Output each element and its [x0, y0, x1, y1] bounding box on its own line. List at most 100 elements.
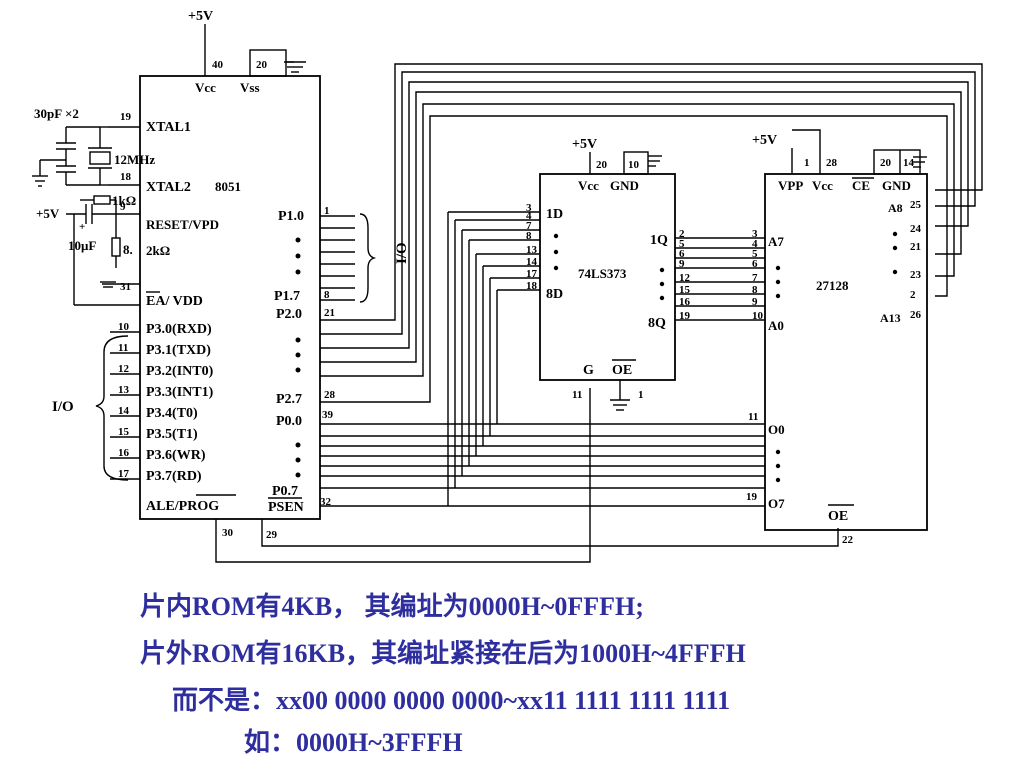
p3-io-label: I/O [52, 399, 74, 415]
eprom-a-low-pin: 5 [752, 248, 758, 260]
eprom-a0: A0 [768, 318, 784, 333]
latch-q-pin: 12 [679, 272, 691, 284]
eprom-a-high-pin: 26 [910, 309, 922, 321]
mcu-8051: +5V 40 20 Vcc Vss 30pF ×2 19 XTAL1 18 XT… [32, 9, 983, 563]
latch-vcc: Vcc [578, 178, 599, 193]
p3-pin-num: 16 [118, 447, 130, 459]
latch-body [539, 173, 676, 381]
eprom-supply: +5V [752, 133, 777, 148]
p3-brace [95, 335, 129, 481]
resistor-2k-label: 2kΩ [146, 243, 170, 258]
p3-pin-num: 10 [118, 321, 130, 333]
latch-name: 74LS373 [578, 266, 627, 281]
latch-pin-1: 1 [638, 389, 644, 401]
p3-pin-num: 13 [118, 384, 130, 396]
latch-q-pin: 15 [679, 284, 691, 296]
latch-1q: 1Q [650, 233, 668, 248]
cap-plus: + [79, 221, 85, 233]
latch-oe: OE [612, 363, 632, 378]
latch-q-pin: 19 [679, 310, 691, 322]
resistor-1k-label: 1kΩ [112, 193, 136, 208]
eprom-a-high-pin: 25 [910, 199, 922, 211]
p00-label: P0.0 [276, 414, 302, 429]
circuit-schematic: +5V 40 20 Vcc Vss 30pF ×2 19 XTAL1 18 XT… [32, 9, 983, 563]
latch-q-pin: 16 [679, 296, 691, 308]
p3-pin-label: P3.7(RD) [146, 469, 202, 484]
p20-label: P2.0 [276, 307, 302, 322]
latch-d-pin: 14 [526, 256, 538, 268]
crystal-label: 12MHz [114, 152, 155, 167]
eprom-vcc: Vcc [812, 178, 833, 193]
latch-8d: 8D [546, 287, 563, 302]
latch-gnd: GND [610, 178, 639, 193]
latch-pin-20: 20 [596, 159, 608, 171]
p3-pin-num: 17 [118, 468, 130, 480]
p3-pin-label: P3.5(T1) [146, 427, 198, 442]
vss-label: Vss [240, 80, 260, 95]
pin-22: 22 [842, 534, 854, 546]
pin-9: 9 [120, 201, 126, 213]
p3-pin-label: P3.1(TXD) [146, 343, 211, 358]
mcu-supply-label: +5V [188, 9, 213, 24]
eprom-o7: O7 [768, 496, 785, 511]
eprom-o0: O0 [768, 422, 785, 437]
mcu-body [139, 75, 321, 520]
p3-pin-num: 12 [118, 363, 130, 375]
vcc-label: Vcc [195, 80, 216, 95]
latch-supply: +5V [572, 137, 597, 152]
reset-cap-label: 10μF [68, 238, 96, 253]
eprom-a-low-pin: 8 [752, 284, 758, 296]
latch-q-pin: 5 [679, 238, 685, 250]
eprom-a-low-pin: 4 [752, 238, 758, 250]
p3-pin-num: 14 [118, 405, 130, 417]
pin-8: 8 [324, 289, 330, 301]
latch-d-pin: 13 [526, 244, 538, 256]
pin-30: 30 [222, 527, 234, 539]
cap-label: 30pF ×2 [34, 106, 79, 121]
latch-d-pin: 17 [526, 268, 538, 280]
latch-d-pin: 4 [526, 210, 532, 222]
eprom-a-high-pin: 24 [910, 223, 922, 235]
p3-pin-label: P3.0(RXD) [146, 322, 212, 337]
latch-8q: 8Q [648, 316, 666, 331]
xtal1-label: XTAL1 [146, 120, 191, 135]
eprom-pin-20: 20 [880, 157, 892, 169]
pin-19: 19 [120, 111, 132, 123]
eprom-name: 27128 [816, 278, 849, 293]
eprom-a-low-pin: 3 [752, 228, 758, 240]
latch-d-pin: 3 [526, 202, 532, 214]
eprom-a7: A7 [768, 234, 784, 249]
eprom-a-high-pin: 23 [910, 269, 922, 281]
xtal2-label: XTAL2 [146, 180, 191, 195]
pin-28: 28 [324, 389, 336, 401]
caption-line-3: 而不是：xx00 0000 0000 0000~xx11 1111 1111 1… [172, 686, 731, 715]
p07-label: P0.7 [272, 484, 298, 499]
eprom-pin-28: 28 [826, 157, 838, 169]
p1-lines [320, 215, 355, 301]
latch-q-pin: 9 [679, 258, 685, 270]
caption-line-4: 如：0000H~3FFFH [244, 728, 463, 757]
caption-line-2: 片外ROM有16KB，其编址紧接在后为1000H~4FFFH [140, 639, 746, 668]
p10-label: P1.0 [278, 209, 304, 224]
eprom-ce: CE [852, 178, 870, 193]
eprom-pin-19: 19 [746, 491, 758, 503]
eprom-pin-14: 14 [903, 157, 915, 169]
ale-label: ALE/PROG [146, 499, 219, 514]
p1-brace [359, 213, 377, 303]
latch-1d: 1D [546, 207, 563, 222]
reset-pin-label: RESET/VPD [146, 217, 219, 232]
resistor-2k-num: 8. [123, 242, 133, 257]
eprom-a-low-pin: 9 [752, 296, 758, 308]
pin-32: 32 [320, 496, 332, 508]
eprom-a-high-pin: 21 [910, 241, 921, 253]
eprom-oe: OE [828, 509, 848, 524]
ea-label: EA/ VDD [146, 294, 203, 309]
latch-to-eprom-lines [675, 237, 765, 321]
p3-pin-label: P3.3(INT1) [146, 385, 214, 400]
eprom-gnd: GND [882, 178, 911, 193]
eprom-a-low-pin: 6 [752, 258, 758, 270]
eprom-27128: +5V 1 28 20 14 VPP Vcc CE GND A7 A0 2712… [746, 129, 928, 531]
